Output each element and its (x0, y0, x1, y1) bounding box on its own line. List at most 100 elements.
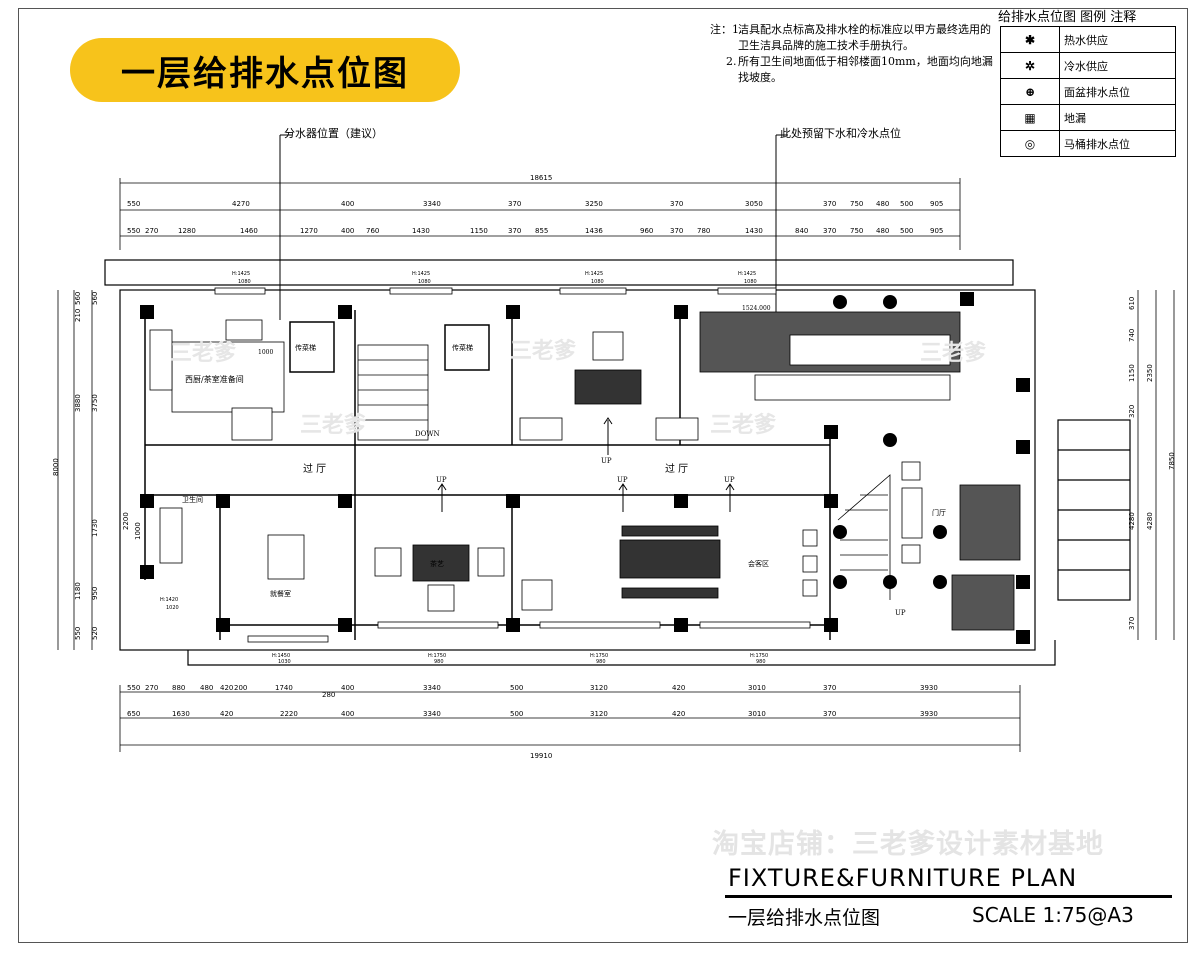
dim-top-row1: 370 (670, 200, 683, 208)
window-height: H:1425 (232, 271, 250, 277)
dimension-labels: 18615 19910 280 8000 7850 550 4270 400 3… (52, 174, 1176, 760)
dim-bottom-row2: 3340 (423, 710, 441, 718)
dim-bottom-row1: 400 (341, 684, 354, 692)
legend-row-cold: ✲ 冷水供应 (1001, 53, 1175, 79)
dim-left-outer: 210 (74, 309, 82, 322)
dim-right-mid: 4280 (1146, 512, 1154, 530)
stair-dim: 1524.000 (742, 305, 771, 312)
up-label: UP (895, 609, 906, 617)
watermark-small: 三老爹 (710, 412, 777, 438)
dim-top-total: 18615 (530, 174, 552, 182)
dim-top-row2: 760 (366, 227, 379, 235)
dim-top-row1: 500 (900, 200, 913, 208)
window-width: 1080 (238, 279, 251, 285)
room-kitchen: 西厨/茶室准备间 (185, 374, 244, 384)
legend-table: ✱ 热水供应 ✲ 冷水供应 ⊕ 面盆排水点位 ▦ 地漏 ◎ 马桶排水点位 (1000, 26, 1176, 157)
dim-top-row2: 1436 (585, 227, 603, 235)
dim-top-row2: 780 (697, 227, 710, 235)
dim-top-row2: 855 (535, 227, 548, 235)
dim-right-outer: 740 (1128, 329, 1136, 342)
note-2-text: 所有卫生间地面低于相邻楼面10mm，地面均向地漏找坡度。 (738, 55, 993, 84)
dim-left-mid: 560 (91, 292, 99, 305)
dimension-lines (57, 178, 1175, 752)
callout-reserve: 此处预留下水和冷水点位 (780, 127, 901, 140)
up-label: UP (724, 476, 735, 484)
dim-top-row2: 1270 (300, 227, 318, 235)
dim-top-row1: 3250 (585, 200, 603, 208)
dim-bottom-row1: 3120 (590, 684, 608, 692)
scale-label: SCALE 1:75@A3 (972, 903, 1134, 927)
structural-columns (140, 292, 1030, 644)
dim-bottom-row2: 420 (672, 710, 685, 718)
room-storage: 传菜梯 (452, 343, 473, 352)
counter-dim: 1000 (258, 349, 273, 356)
note-2-label: 2. (726, 55, 737, 68)
dim-top-row2: 1430 (412, 227, 430, 235)
dim-bottom-row1: 500 (510, 684, 523, 692)
room-bathroom: 卫生间 (182, 495, 203, 504)
dim-top-row2: 905 (930, 227, 943, 235)
stair-down-label: DOWN (415, 430, 440, 438)
dim-top-row1: 400 (341, 200, 354, 208)
window-width: 980 (756, 659, 766, 665)
dim-left-outer: 550 (74, 627, 82, 640)
window-height: H:1420 (160, 597, 178, 603)
dim-bottom-row2: 650 (127, 710, 140, 718)
dim-top-row2: 1280 (178, 227, 196, 235)
room-storage: 传菜梯 (295, 343, 316, 352)
dim-top-row1: 3340 (423, 200, 441, 208)
notes-prefix: 注：1. (710, 23, 743, 36)
dim-top-row2: 270 (145, 227, 158, 235)
dim-bottom-row1: 1740 (275, 684, 293, 692)
watermark-small: 三老爹 (300, 412, 367, 438)
dim-right-outer: 4280 (1128, 512, 1136, 530)
dim-top-row1: 3050 (745, 200, 763, 208)
dim-top-row1: 905 (930, 200, 943, 208)
window-width: 1080 (418, 279, 431, 285)
window-height: H:1425 (412, 271, 430, 277)
dim-bottom-extra: 280 (322, 691, 335, 699)
dim-bottom-row2: 370 (823, 710, 836, 718)
window-labels: H:1425 1080 H:1425 1080 H:1425 1080 H:14… (160, 271, 768, 665)
dim-left-mid: 1730 (91, 519, 99, 537)
window-height: H:1750 (590, 653, 608, 659)
dim-bottom-row1: 420 (672, 684, 685, 692)
floor-drain-icon: ▦ (1001, 105, 1060, 130)
up-label: UP (617, 476, 628, 484)
dim-right-total: 7850 (1168, 452, 1176, 470)
dim-right-outer: 320 (1128, 405, 1136, 418)
dim-top-row2: 370 (508, 227, 521, 235)
up-label: UP (601, 457, 612, 465)
dim-left-inner: 2200 (122, 512, 130, 530)
note-1: 注：1. 洁具配水点标高及排水栓的标准应以甲方最终选用的卫生洁具品牌的施工技术手… (710, 22, 1000, 54)
legend-title: 给排水点位图 图例 注释 (998, 10, 1137, 25)
dim-bottom-row2: 420 (220, 710, 233, 718)
dim-left-inner: 1000 (134, 522, 142, 540)
dim-top-row1: 4270 (232, 200, 250, 208)
title-banner: 一层给排水点位图 (70, 38, 460, 102)
dim-top-row2: 840 (795, 227, 808, 235)
dim-top-row1: 750 (850, 200, 863, 208)
dim-top-row2: 370 (670, 227, 683, 235)
up-label: UP (436, 476, 447, 484)
dim-right-outer: 1150 (1128, 364, 1136, 382)
drawing-sheet-border (18, 8, 1188, 943)
dim-bottom-total: 19910 (530, 752, 552, 760)
room-guest: 会客区 (748, 559, 769, 568)
window-height: H:1425 (585, 271, 603, 277)
legend-row-floor-drain: ▦ 地漏 (1001, 105, 1175, 131)
toilet-drain-icon: ◎ (1001, 131, 1060, 156)
plan-title: FIXTURE&FURNITURE PLAN (728, 864, 1078, 892)
note-2: 2. 所有卫生间地面低于相邻楼面10mm，地面均向地漏找坡度。 (710, 54, 1000, 86)
dim-left-mid: 950 (91, 587, 99, 600)
window-width: 980 (434, 659, 444, 665)
note-1-text: 洁具配水点标高及排水栓的标准应以甲方最终选用的卫生洁具品牌的施工技术手册执行。 (738, 23, 991, 52)
dim-top-row1: 370 (508, 200, 521, 208)
furniture-outlines (149, 319, 951, 612)
dim-bottom-row1: 3010 (748, 684, 766, 692)
dim-bottom-row2: 3930 (920, 710, 938, 718)
cold-water-icon: ✲ (1001, 53, 1060, 78)
dim-left-outer: 3880 (74, 394, 82, 412)
legend-row-hot: ✱ 热水供应 (1001, 27, 1175, 53)
